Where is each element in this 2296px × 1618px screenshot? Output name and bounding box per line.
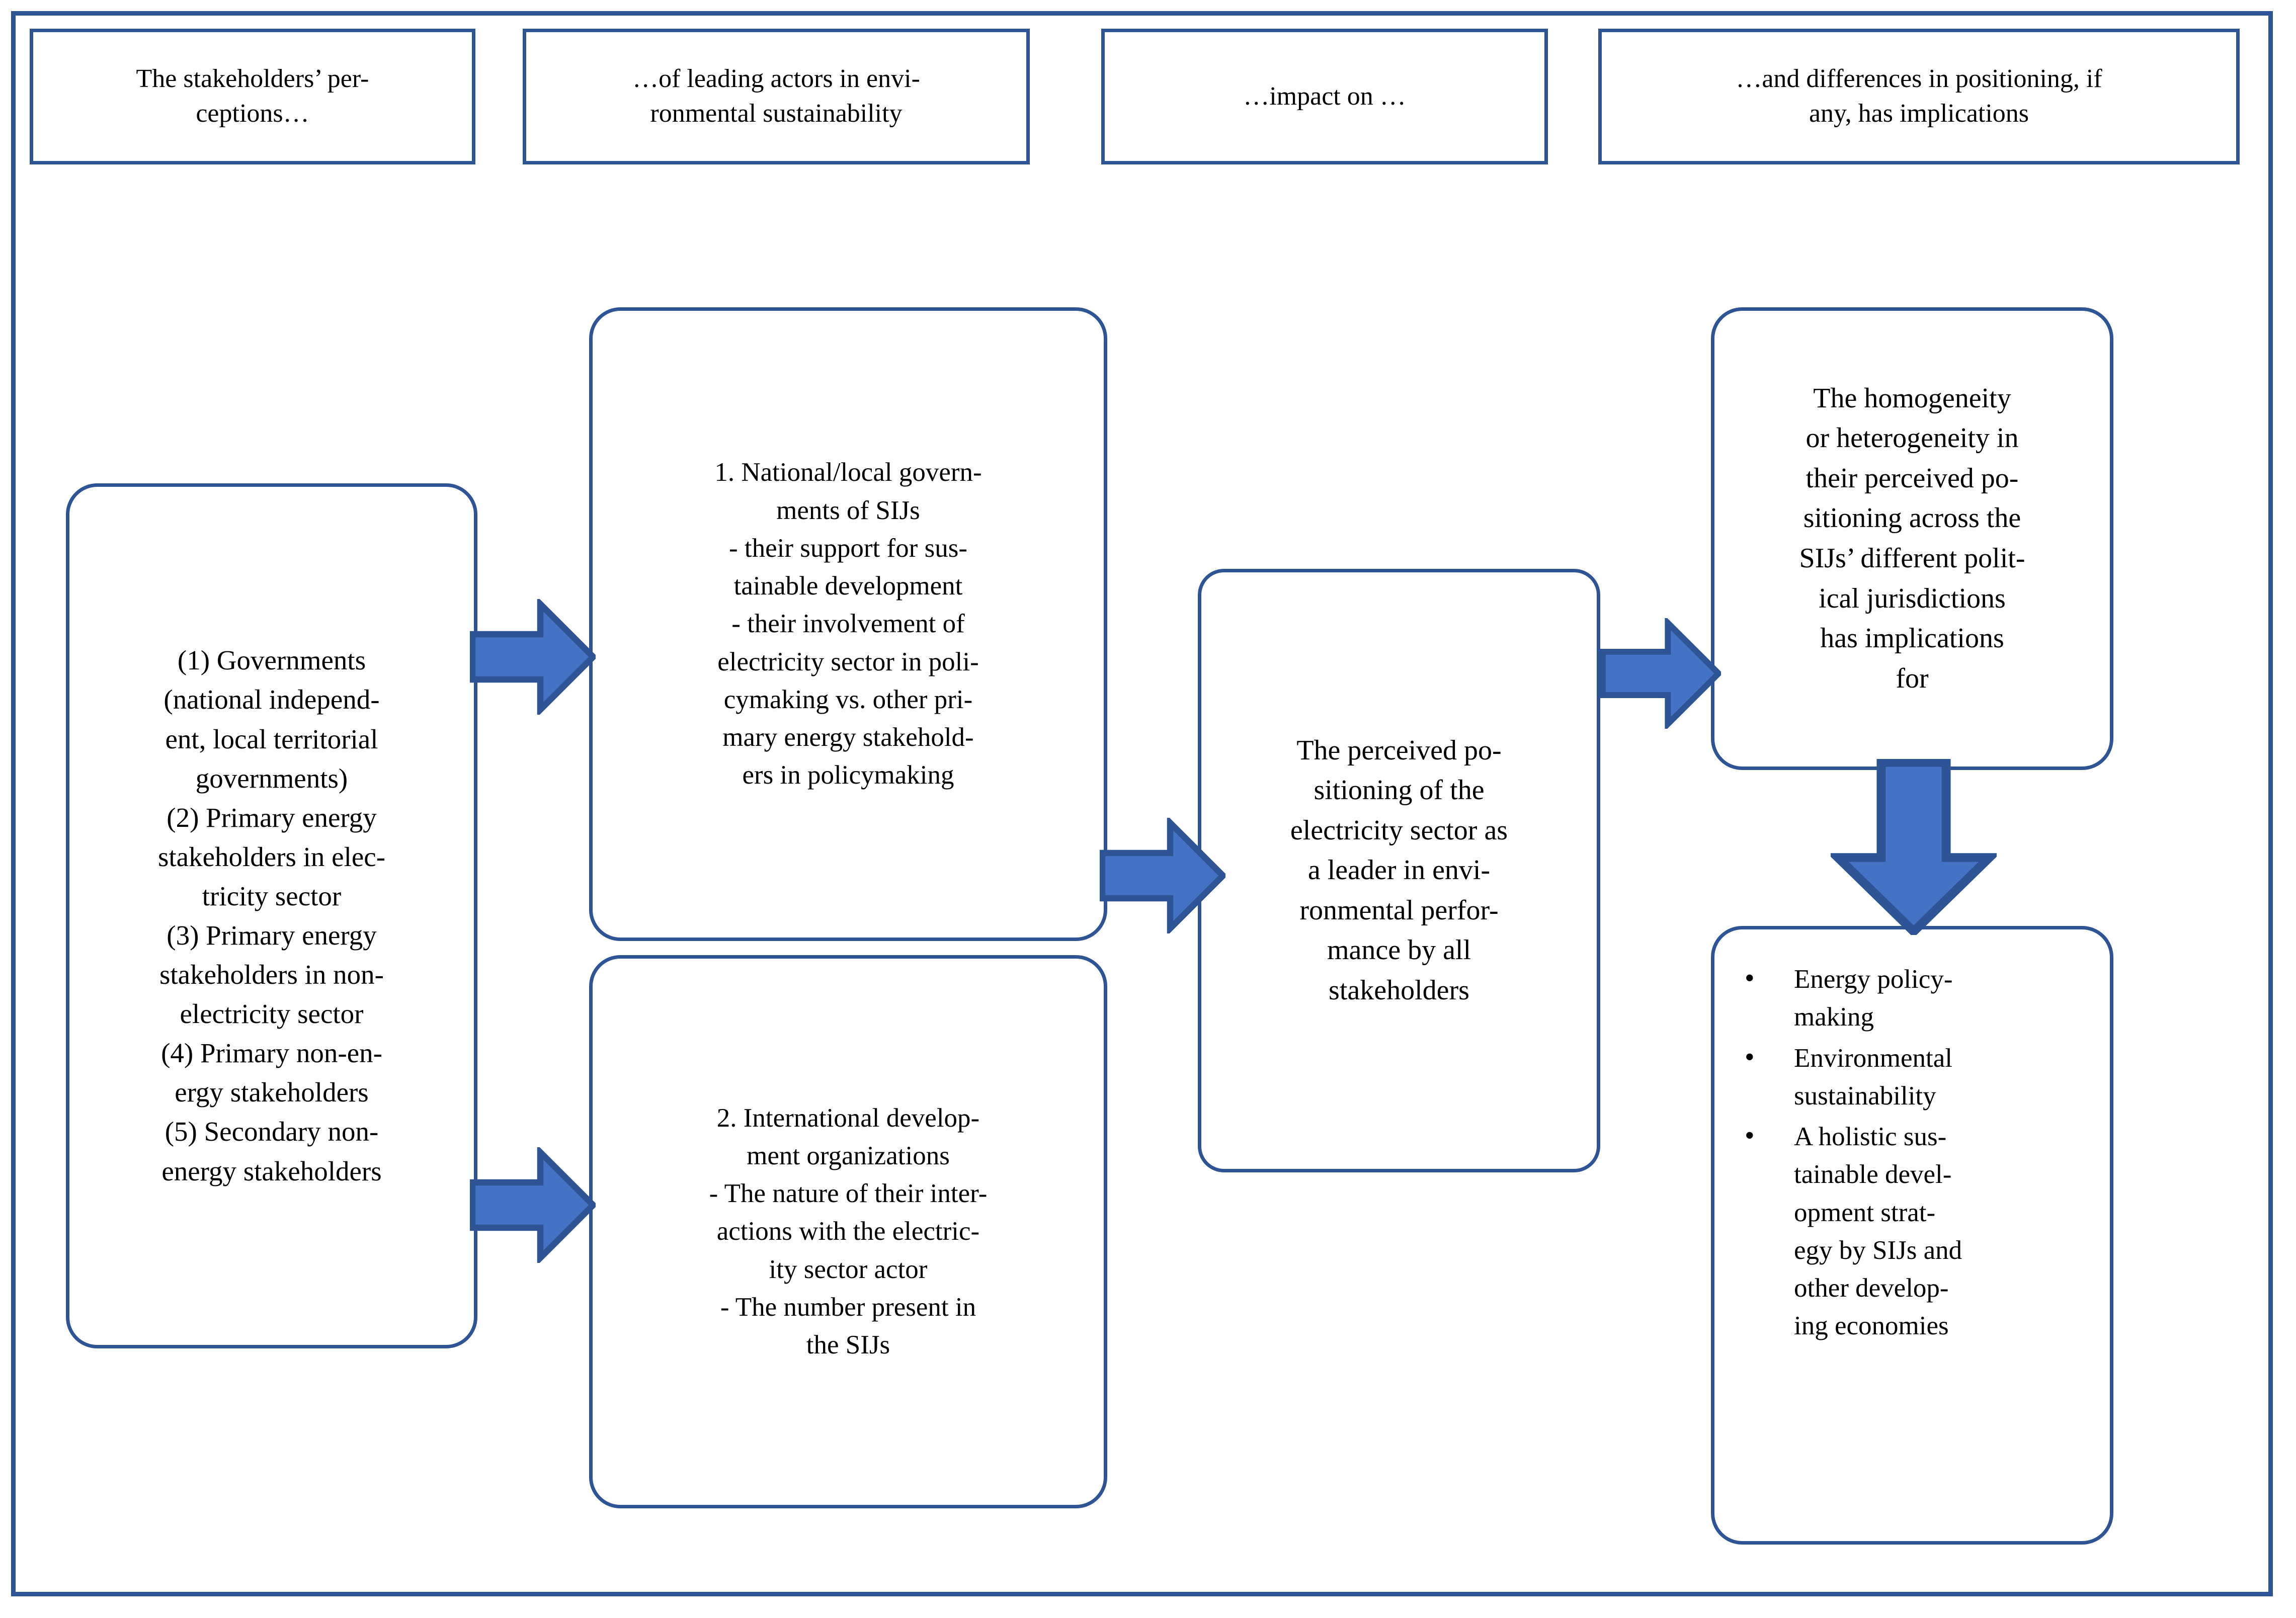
international-development-organizations-text: 2. International develop- ment organizat… [709, 1103, 988, 1360]
header-box-leading-actors: …of leading actors in envi-ronmental sus… [523, 29, 1030, 164]
header-label-impact: …impact on … [1243, 81, 1406, 111]
box-national-local-governments: 1. National/local govern- ments of SIJs … [589, 307, 1107, 941]
homogeneity-heterogeneity-text: The homogeneity or heterogeneity in thei… [1799, 382, 2025, 694]
box-implications: Energy policy-making Environmentalsustai… [1711, 926, 2113, 1545]
arrow-stakeholders-to-international-icon [470, 1147, 596, 1263]
arrow-stakeholders-to-governments-icon [470, 599, 596, 715]
box-stakeholder-categories: (1) Governments (national independ- ent,… [66, 483, 477, 1348]
arrow-governments-to-positioning-icon [1100, 818, 1225, 933]
implications-bullet-item: A holistic sus-tainable devel-opment str… [1728, 1116, 2097, 1345]
arrow-homogeneity-to-implications-icon [1831, 759, 1997, 935]
header-box-perceptions: The stakeholders’ per-ceptions… [30, 29, 475, 164]
box-international-development-organizations: 2. International develop- ment organizat… [589, 955, 1107, 1508]
box-perceived-positioning: The perceived po- sitioning of the elect… [1198, 569, 1600, 1172]
header-label-leading-actors: …of leading actors in envi-ronmental sus… [632, 64, 920, 128]
perceived-positioning-text: The perceived po- sitioning of the elect… [1290, 734, 1508, 1006]
stakeholder-categories-text: (1) Governments (national independ- ent,… [157, 645, 386, 1186]
header-label-perceptions: The stakeholders’ per-ceptions… [136, 64, 369, 128]
implications-bullet-list: Energy policy-making Environmentalsustai… [1728, 959, 2097, 1348]
header-box-impact: …impact on … [1101, 29, 1548, 164]
implications-bullet-item: Energy policy-making [1728, 959, 2097, 1037]
national-local-governments-text: 1. National/local govern- ments of SIJs … [714, 458, 982, 790]
arrow-positioning-to-homogeneity-icon [1600, 618, 1721, 729]
box-homogeneity-heterogeneity: The homogeneity or heterogeneity in thei… [1711, 307, 2113, 770]
diagram-frame: The stakeholders’ per-ceptions… …of lead… [11, 11, 2273, 1596]
